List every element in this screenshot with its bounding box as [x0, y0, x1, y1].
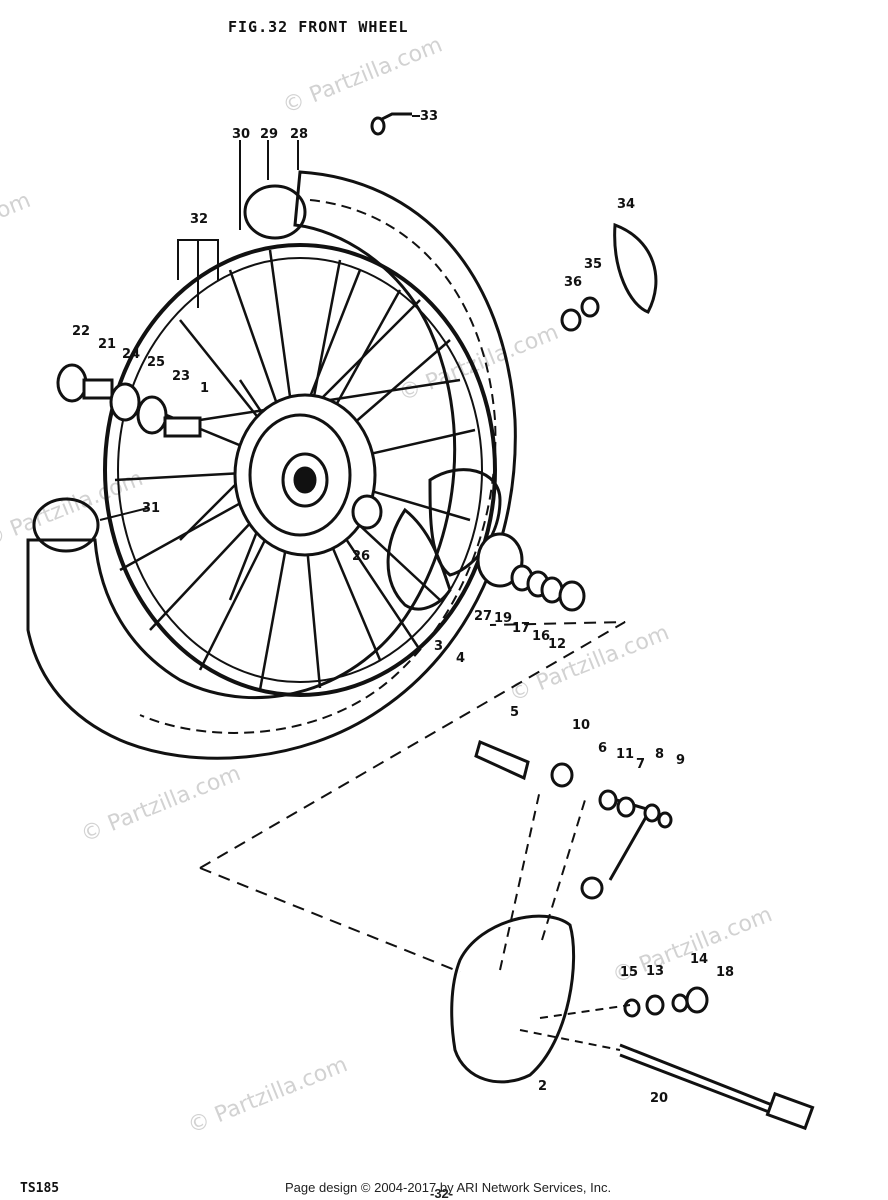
- callout-2: 2: [538, 1079, 547, 1094]
- watermark: © Partzilla.com: [184, 1052, 351, 1139]
- callout-1: 1: [200, 381, 209, 396]
- callout-13: 13: [646, 964, 664, 979]
- callout-24: 24: [122, 347, 140, 362]
- leader-lines: [99, 115, 631, 1051]
- right-axle-parts: [476, 532, 586, 612]
- rim-inner: [117, 257, 483, 683]
- brake-panel: [450, 914, 576, 1084]
- callout-11: 11: [616, 747, 634, 762]
- callout-27: 27: [474, 609, 492, 624]
- callout-10: 10: [572, 718, 590, 733]
- callout-5: 5: [510, 705, 519, 720]
- tire: [26, 170, 517, 760]
- callout-14: 14: [690, 952, 708, 967]
- callout-26: 26: [352, 549, 370, 564]
- callout-4: 4: [456, 651, 465, 666]
- callout-21: 21: [98, 337, 116, 352]
- callout-36: 36: [564, 275, 582, 290]
- watermark: © Partzilla.com: [395, 320, 562, 407]
- rim: [103, 243, 497, 697]
- callout-34: 34: [617, 197, 635, 212]
- brake-arm-parts: [474, 739, 673, 900]
- figure-title: FIG.32 FRONT WHEEL: [228, 18, 409, 36]
- hub: [233, 393, 377, 557]
- callout-17: 17: [512, 621, 530, 636]
- watermark: © Partzilla.com: [0, 188, 34, 275]
- callout-8: 8: [655, 747, 664, 762]
- callout-31: 31: [142, 501, 160, 516]
- callout-7: 7: [636, 757, 645, 772]
- callout-33: 33: [420, 109, 438, 124]
- callout-16: 16: [532, 629, 550, 644]
- left-axle-parts: [56, 363, 202, 438]
- axle: [619, 986, 815, 1131]
- callout-18: 18: [716, 965, 734, 980]
- callout-6: 6: [598, 741, 607, 756]
- watermark: © Partzilla.com: [77, 761, 244, 848]
- callout-35: 35: [584, 257, 602, 272]
- callout-22: 22: [72, 324, 90, 339]
- callout-9: 9: [676, 753, 685, 768]
- watermarks: © Partzilla.com © Partzilla.com © Partzi…: [0, 32, 776, 1139]
- callout-23: 23: [172, 369, 190, 384]
- watermark: © Partzilla.com: [506, 620, 673, 707]
- callouts: 1 2 3 4 5 6 7 8 9 10 11 12 13 14 15 16 1…: [72, 109, 734, 1106]
- callout-20: 20: [650, 1091, 668, 1106]
- page-number: -32-: [430, 1186, 453, 1200]
- callout-30: 30: [232, 127, 250, 142]
- callout-29: 29: [260, 127, 278, 142]
- callout-19: 19: [494, 611, 512, 626]
- callout-28: 28: [290, 127, 308, 142]
- model-label: TS185: [20, 1181, 59, 1196]
- speedometer-parts: [370, 112, 658, 332]
- callout-15: 15: [620, 965, 638, 980]
- copyright-footer: Page design © 2004-2017 by ARI Network S…: [285, 1180, 611, 1195]
- callout-25: 25: [147, 355, 165, 370]
- watermark: © Partzilla.com: [279, 32, 446, 119]
- callout-3: 3: [434, 639, 443, 654]
- callout-32: 32: [190, 212, 208, 227]
- callout-12: 12: [548, 637, 566, 652]
